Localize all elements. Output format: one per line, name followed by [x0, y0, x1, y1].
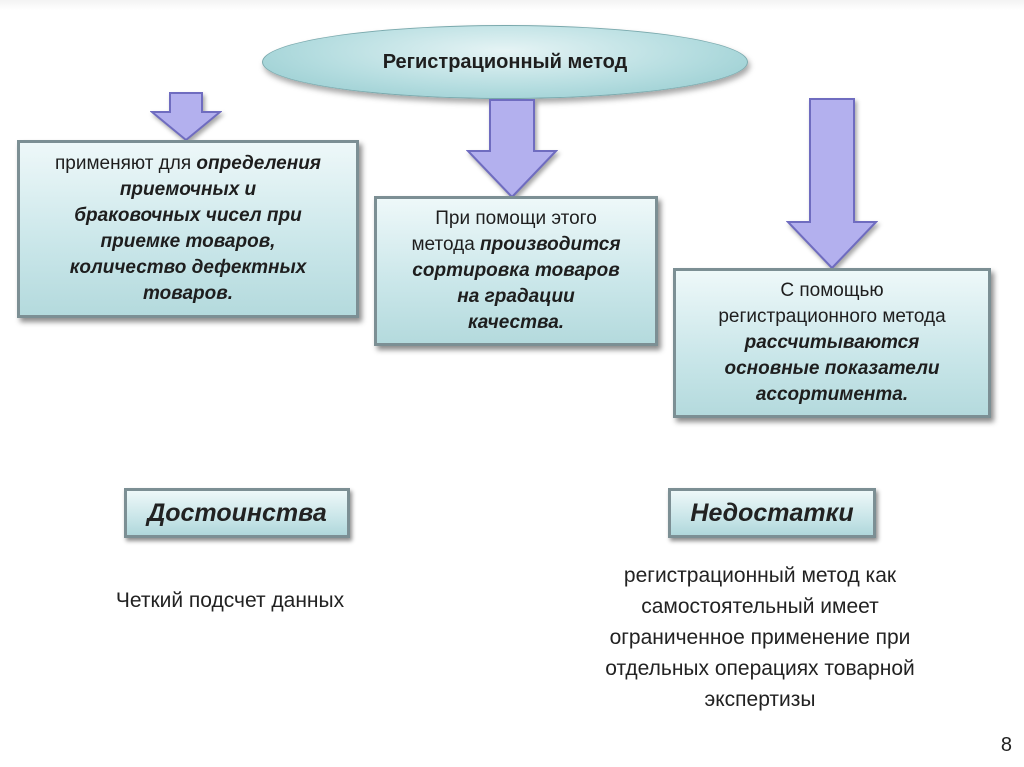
left-info-box: применяют для определения приемочных и б… [17, 140, 359, 318]
middle-info-box: При помощи этого метода производится сор… [374, 196, 658, 346]
middle-box-line: метода производится [411, 234, 621, 255]
advantages-label: Достоинства [124, 488, 350, 538]
middle-box-line: на градации [457, 286, 575, 307]
right-box-line: ассортимента. [755, 384, 909, 405]
middle-box-line: сортировка товаров [412, 260, 620, 281]
right-box-line: регистрационного метода [718, 306, 946, 327]
right-info-box: С помощью регистрационного метода рассчи… [673, 268, 991, 418]
right-box-line: рассчитываются [744, 332, 920, 353]
middle-box-line: При помощи этого [435, 208, 597, 229]
left-box-line: браковочных чисел при [74, 205, 302, 226]
left-box-line: товаров. [142, 283, 233, 304]
disadvantages-line: регистрационный метод как [623, 564, 897, 587]
advantages-label-text: Достоинства [147, 498, 327, 527]
advantages-text: Четкий подсчет данных [115, 589, 345, 612]
right-arrow-icon [786, 98, 878, 270]
disadvantages-label: Недостатки [668, 488, 876, 538]
disadvantages-line: экспертизы [704, 688, 816, 711]
middle-arrow-icon [466, 99, 558, 199]
disadvantages-line: самостоятельный имеет [641, 595, 879, 618]
left-box-line: приемке товаров, [100, 231, 276, 252]
left-box-line: применяют для определения [54, 153, 321, 174]
disadvantages-line: отдельных операциях товарной [605, 657, 915, 680]
title-ellipse: Регистрационный метод [262, 25, 748, 99]
left-arrow-icon [150, 92, 222, 142]
middle-box-line: качества. [467, 312, 565, 333]
page-number: 8 [1000, 734, 1012, 756]
right-box-line: С помощью [780, 280, 884, 301]
disadvantages-label-text: Недостатки [690, 498, 854, 527]
right-box-line: основные показатели [724, 358, 940, 379]
disadvantages-line: ограниченное применение при [609, 626, 911, 649]
left-box-line: приемочных и [119, 179, 257, 200]
top-rule [0, 0, 1024, 10]
left-box-line: количество дефектных [69, 257, 307, 278]
title-text: Регистрационный метод [382, 50, 628, 73]
disadvantages-text: регистрационный метод как самостоятельны… [540, 560, 980, 715]
